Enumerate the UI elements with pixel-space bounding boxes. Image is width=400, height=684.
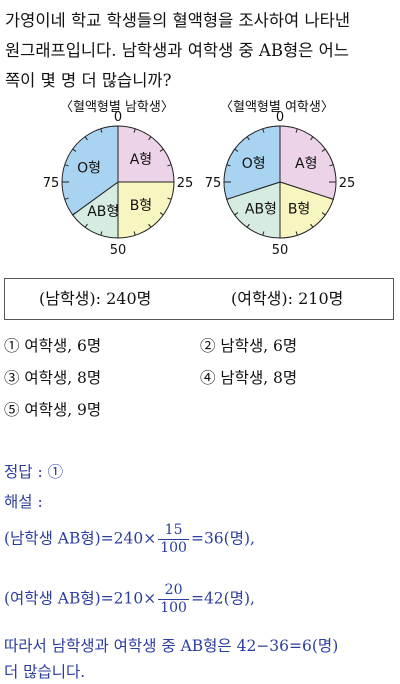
- tick-mark: [234, 148, 239, 152]
- slice-label: A형: [295, 156, 317, 172]
- scale-label: 0: [114, 110, 122, 125]
- pie-slice: [61, 125, 119, 216]
- tick-mark: [295, 128, 298, 133]
- female-count: (여학생): 210명: [231, 289, 344, 308]
- numerator: 20: [158, 582, 189, 600]
- tick-mark: [310, 223, 314, 228]
- slice-label: A형: [130, 152, 152, 168]
- choice-4[interactable]: ④ 남학생, 8명: [200, 369, 298, 387]
- denominator: 100: [160, 600, 187, 616]
- tick-mark: [295, 231, 298, 236]
- solution-conclusion: 따라서 남학생과 여학생 중 AB형은 42−36=6(명): [4, 637, 339, 655]
- solution-conclusion-end: 더 많습니다.: [4, 663, 86, 681]
- answer: 정답 : ①: [4, 463, 64, 481]
- tick-mark: [226, 164, 231, 167]
- chart-title-male: 〈혈액형별 남학생〉: [60, 100, 174, 115]
- slice-label: AB형: [245, 201, 277, 217]
- tick-mark: [159, 212, 164, 216]
- question-text: 가영이네 학교 학생들의 혈액형을 조사하여 나타낸 원그래프입니다. 남학생과…: [5, 6, 397, 96]
- scale-label: 25: [177, 176, 194, 191]
- tick-mark: [159, 148, 164, 152]
- tick-mark: [329, 164, 334, 167]
- scale-label: 50: [110, 243, 127, 258]
- slice-label: AB형: [87, 204, 119, 220]
- pie-slice: [71, 181, 119, 239]
- tick-mark: [234, 212, 239, 216]
- tick-mark: [226, 197, 231, 200]
- scale-label: 75: [43, 176, 60, 191]
- info-box: (남학생): 240명 (여학생): 210명: [4, 278, 394, 320]
- tick-mark: [72, 212, 77, 216]
- tick-mark: [84, 136, 88, 141]
- tick-mark: [167, 164, 172, 167]
- pie-chart-svg: A형 B형 AB형 O형 0 25 50 75 A형 B형 AB형 O형 0 25 50 75: [43, 110, 356, 258]
- tick-mark: [133, 231, 136, 236]
- chart-title-female: 〈혈액형별 여학생〉: [220, 100, 334, 115]
- solution-text: =36(명),: [190, 529, 255, 548]
- tick-mark: [246, 136, 250, 141]
- solution-heading: 해설 :: [4, 493, 43, 511]
- slice-label: O형: [77, 160, 101, 176]
- tick-mark: [262, 128, 265, 133]
- choice-2[interactable]: ② 남학생, 6명: [200, 337, 298, 355]
- tick-mark: [148, 223, 152, 228]
- scale-label: 25: [339, 176, 356, 191]
- tick-mark: [246, 223, 250, 228]
- question-line: 가영이네 학교 학생들의 혈액형을 조사하여 나타낸: [5, 11, 351, 30]
- male-count: (남학생): 240명: [39, 289, 152, 308]
- numerator: 15: [158, 522, 189, 540]
- scale-label: 50: [272, 243, 289, 258]
- choice-3[interactable]: ③ 여학생, 8명: [4, 369, 102, 387]
- slice-label: B형: [130, 198, 153, 214]
- tick-mark: [167, 197, 172, 200]
- tick-mark: [148, 136, 152, 141]
- question-line: 원그래프입니다. 남학생과 여학생 중 AB형은 어느: [5, 41, 349, 60]
- scale-label: 0: [276, 110, 284, 125]
- scale-label: 75: [205, 176, 222, 191]
- choice-1[interactable]: ① 여학생, 6명: [4, 337, 102, 355]
- choice-5[interactable]: ⑤ 여학생, 9명: [4, 401, 102, 419]
- denominator: 100: [160, 540, 187, 556]
- solution-text: (남학생 AB형)=240×: [4, 529, 157, 548]
- tick-mark: [133, 128, 136, 133]
- tick-mark: [72, 148, 77, 152]
- tick-mark: [84, 223, 88, 228]
- tick-mark: [262, 231, 265, 236]
- slice-label: B형: [288, 201, 311, 217]
- tick-mark: [310, 136, 314, 141]
- tick-mark: [321, 148, 326, 152]
- solution-text: (여학생 AB형)=210×: [4, 589, 157, 608]
- tick-mark: [100, 128, 103, 133]
- solution-text: =42(명),: [190, 589, 255, 608]
- tick-mark: [321, 212, 326, 216]
- pie-slice: [117, 125, 175, 183]
- pie-slice: [117, 181, 175, 239]
- tick-mark: [64, 197, 69, 200]
- tick-mark: [100, 231, 103, 236]
- tick-mark: [64, 164, 69, 167]
- question-line: 쪽이 몇 명 더 많습니까?: [5, 71, 172, 90]
- tick-mark: [329, 197, 334, 200]
- slice-label: O형: [242, 156, 266, 172]
